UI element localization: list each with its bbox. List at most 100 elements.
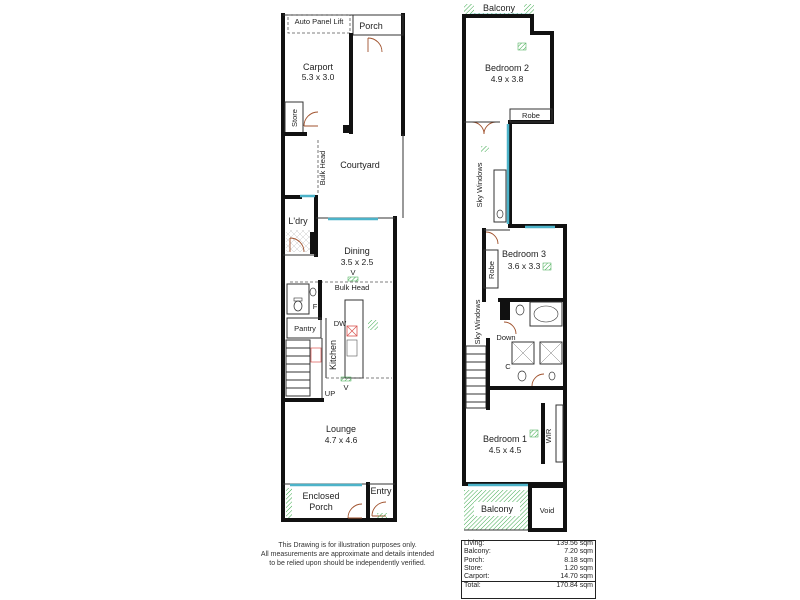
wir-shelf (555, 404, 564, 463)
cooktop-icon (346, 325, 358, 337)
area-value: 139.56 sqm (556, 540, 593, 547)
laundry-floor (286, 230, 314, 252)
area-total-row: Total:170.84 sqm (461, 581, 596, 591)
robe1-label: Robe (522, 111, 540, 120)
laundry-door-icon (289, 237, 305, 253)
balcony-bottom-label: Balcony (481, 504, 514, 514)
bath-door-icon (503, 321, 517, 335)
area-label: Carport: (464, 573, 490, 581)
bath-tub-inner (533, 305, 559, 323)
carport-label: Carport (303, 62, 334, 72)
bedroom3-size: 3.6 x 3.3 (508, 261, 541, 271)
bulk-head-2-label: Bulk Head (335, 283, 370, 292)
bedroom3-door-icon (485, 231, 499, 245)
wc-toilet-icon (293, 300, 303, 312)
v-mark-kitchen: V (343, 383, 348, 392)
area-row: Carport: 14.70 sqm (461, 573, 596, 582)
area-label: Porch: (464, 556, 485, 564)
carport-size: 5.3 x 3.0 (302, 72, 335, 82)
auto-panel-lift-outline (287, 14, 351, 34)
ensuite-door-icon (531, 373, 545, 387)
pantry-outline (286, 317, 322, 339)
robe2-label: Robe (487, 261, 496, 279)
kitchen-label: Kitchen (328, 340, 338, 370)
disclaimer: This Drawing is for illustration purpose… (255, 541, 440, 568)
upper-right-mid-wall (508, 120, 567, 486)
porch-door-icon (367, 37, 383, 53)
ground-stairs (285, 339, 311, 397)
entry-label: Entry (370, 486, 392, 496)
sky-windows-1-label: Sky Windows (475, 162, 484, 207)
v-mark-dining: V (350, 268, 355, 277)
area-row: Store:1.20 sqm (461, 565, 596, 573)
void-outline (528, 484, 567, 532)
void-label: Void (540, 506, 555, 515)
carport-post (343, 125, 351, 133)
cooktop-cross (346, 325, 358, 337)
dining-size: 3.5 x 2.5 (341, 257, 374, 267)
bulk-head-1-label: Bulk Head (318, 151, 327, 186)
kitchen-hatched-fixture (368, 320, 378, 330)
entry-hatch (377, 513, 387, 518)
ensuite-shower (511, 341, 535, 365)
area-value: 1.20 sqm (564, 564, 593, 572)
bedroom1-heater (529, 429, 539, 438)
bedroom1-label: Bedroom 1 (483, 434, 527, 444)
robe1-outline (509, 108, 553, 123)
area-value: 14.70 sqm (560, 573, 593, 581)
disclaimer-line-3: to be relied upon should be independentl… (269, 560, 426, 567)
area-row: Porch: 8.18 sqm (461, 557, 596, 565)
kitchen-heater (340, 376, 352, 382)
enclosed-porch-hatch (286, 488, 292, 518)
wir-label: WIR (544, 428, 553, 443)
enclosed-porch-label-1: Enclosed (302, 491, 339, 501)
laundry-wall-block (310, 232, 318, 254)
lounge-label: Lounge (326, 424, 356, 434)
robe2-outline (483, 249, 499, 289)
bedroom3-heater (542, 262, 552, 271)
area-row: Balcony: 7.20 sqm (461, 548, 596, 556)
bedroom2-label: Bedroom 2 (485, 63, 529, 73)
ensuite-basin-icon (548, 371, 556, 381)
area-total-value: 170.84 sqm (519, 581, 596, 591)
bedroom3-label: Bedroom 3 (502, 249, 546, 259)
balcony-top-bg (474, 3, 524, 13)
enclosed-porch-door-icon (347, 503, 363, 519)
corridor-hatch (481, 146, 489, 152)
area-row: Living:139.56 sqm (461, 540, 596, 548)
courtyard-label: Courtyard (340, 160, 380, 170)
sky-windows-2-label: Sky Windows (473, 299, 482, 344)
oven-icon (310, 347, 322, 363)
wc-basin-icon (309, 287, 317, 297)
bath-tub (529, 301, 563, 327)
ensuite-shower-2 (539, 341, 563, 365)
dishwasher-label: DW (334, 319, 347, 328)
ensuite-shower-2-cross (539, 341, 563, 365)
bedroom2-size: 4.9 x 3.8 (491, 74, 524, 84)
stairs-up-label: UP (325, 389, 335, 398)
kitchen-island (344, 299, 364, 379)
bedroom2-heater (517, 42, 527, 51)
wc-outline (286, 283, 310, 315)
bath-toilet-icon (515, 304, 525, 316)
bedroom2-door-icon (471, 121, 497, 135)
balcony-bottom-bg (474, 502, 520, 516)
pantry-label: Pantry (294, 324, 316, 333)
wc-cistern (293, 297, 303, 302)
floor-plan: Auto Panel Lift Porch Carport 5.3 x 3.0 … (281, 3, 567, 532)
dining-heater (347, 276, 359, 282)
cupboard-label: C (505, 362, 511, 371)
ensuite-toilet-icon (517, 370, 527, 382)
disclaimer-line-2: All measurements are approximate and det… (260, 551, 435, 558)
ensuite-shower-cross (511, 341, 535, 365)
area-summary-table: Living:139.56 sqm Balcony: 7.20 sqm Porch… (461, 540, 596, 591)
upper-stairs (465, 345, 487, 409)
auto-panel-lift-label: Auto Panel Lift (295, 17, 345, 26)
area-total-label: Total: (461, 581, 520, 591)
balcony-top-label: Balcony (483, 3, 516, 13)
lounge-size: 4.7 x 4.6 (325, 435, 358, 445)
area-label: Balcony: (464, 548, 491, 556)
disclaimer-line-1: This Drawing is for illustration purpose… (278, 542, 417, 549)
area-value: 7.20 sqm (564, 548, 593, 556)
area-value: 8.18 sqm (564, 556, 593, 564)
